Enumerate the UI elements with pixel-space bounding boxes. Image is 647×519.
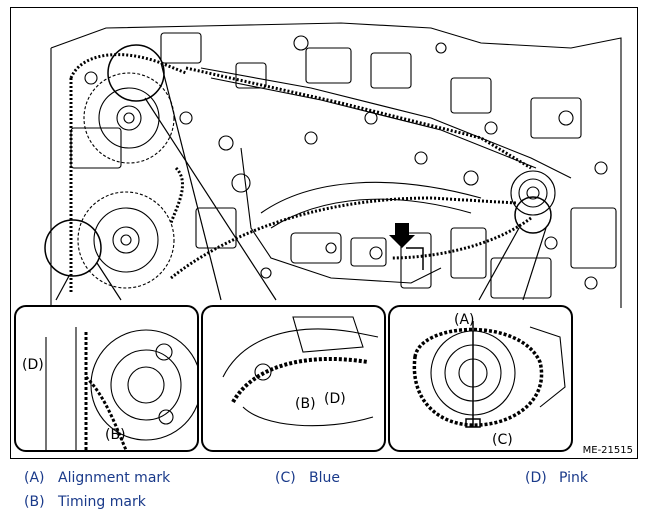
legend-text: Alignment mark [58, 470, 171, 486]
legend-item-b: (B) Timing mark [24, 494, 146, 510]
label-d: (D) [324, 391, 346, 407]
legend-item-d: (D) Pink [525, 470, 588, 486]
engine-timing-chain-figure: (D) (B) (B) (D) [10, 7, 638, 459]
inset-lower-cam-sprocket-detail: (B) (D) [201, 305, 386, 452]
label-c: (C) [492, 432, 513, 448]
label-b: (B) [295, 396, 316, 412]
inset3-drawing [412, 321, 566, 428]
inset-crank-sprocket-detail: (A) (C) [388, 305, 573, 452]
figure-id: ME-21515 [582, 445, 633, 456]
legend-key: (B) [24, 494, 45, 510]
legend-text: Blue [309, 470, 340, 486]
legend-key: (D) [525, 470, 547, 486]
inset2-drawing [222, 316, 379, 427]
legend-text: Timing mark [58, 494, 146, 510]
legend-item-a: (A) Alignment mark [24, 470, 170, 486]
legend-text: Pink [559, 470, 589, 486]
label-b: (B) [105, 427, 126, 443]
label-a: (A) [454, 312, 475, 328]
inset1-drawing [45, 327, 197, 450]
inset-upper-cam-sprocket-detail: (D) (B) [14, 305, 199, 452]
legend-key: (A) [24, 470, 45, 486]
legend-key: (C) [275, 470, 296, 486]
engine-drawing [44, 22, 622, 308]
legend-item-c: (C) Blue [275, 470, 340, 486]
label-d: (D) [22, 357, 44, 373]
